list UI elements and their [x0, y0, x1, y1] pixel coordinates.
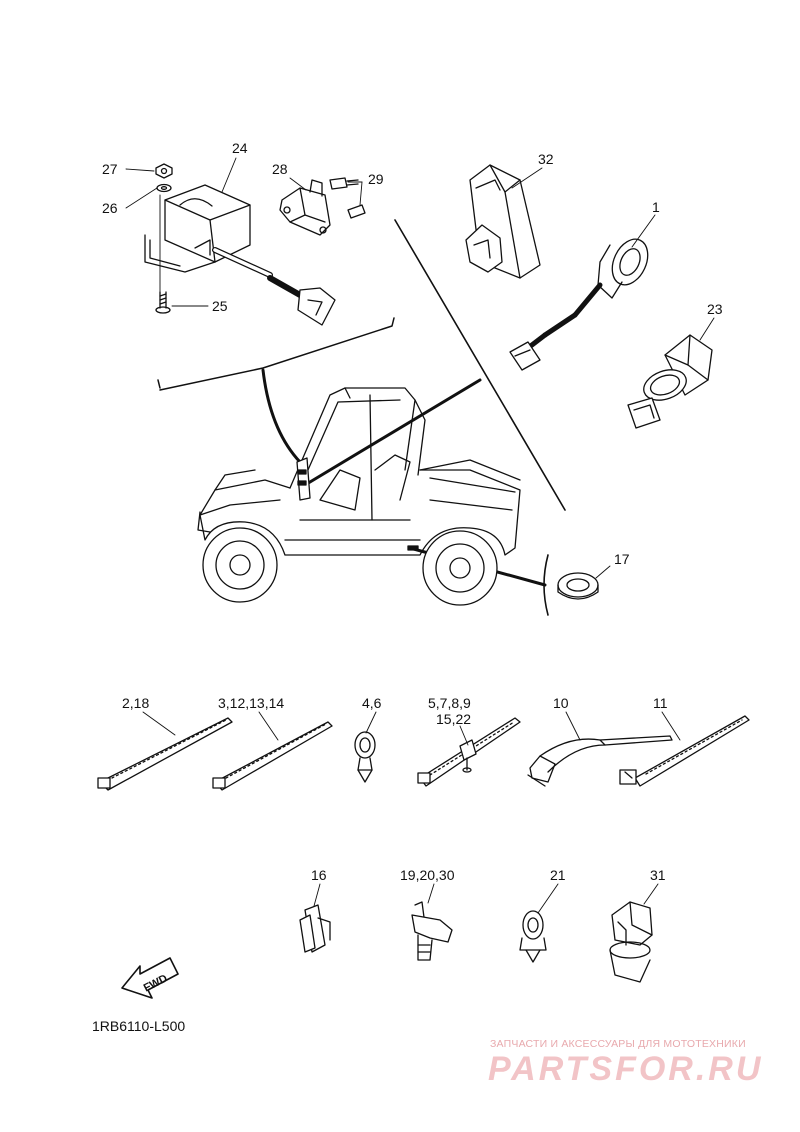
utv-vehicle: [197, 387, 521, 606]
part-11-cable-tie-clip[interactable]: [619, 715, 750, 787]
callout-24: 24: [232, 140, 248, 156]
callout-23: 23: [707, 301, 723, 317]
part-23-switch[interactable]: [627, 334, 713, 429]
callout-10: 10: [553, 695, 569, 711]
fwd-arrow: FWD: [121, 957, 179, 999]
part-2-18-cable-tie[interactable]: [97, 717, 233, 791]
part-21-clip[interactable]: [519, 910, 547, 963]
part-19-20-30-clip[interactable]: [411, 901, 453, 961]
part-26-washer[interactable]: [156, 183, 172, 193]
diagram-code: 1RB6110-L500: [92, 1018, 186, 1034]
callout-32: 32: [538, 151, 554, 167]
callout-3-12-13-14: 3,12,13,14: [218, 695, 284, 711]
part-17-grommet[interactable]: [557, 572, 599, 600]
part-28-sensor[interactable]: [279, 179, 331, 236]
callout-31: 31: [650, 867, 666, 883]
callout-26: 26: [102, 200, 118, 216]
callout-15-22: 15,22: [436, 711, 471, 727]
part-4-6-clamp[interactable]: [354, 731, 376, 783]
part-25-bolt[interactable]: [155, 291, 171, 314]
part-16-clip[interactable]: [299, 904, 331, 953]
callout-29: 29: [368, 171, 384, 187]
callout-21: 21: [550, 867, 566, 883]
watermark-logo: PARTSFOR.RU: [488, 1050, 764, 1088]
callout-17: 17: [614, 551, 630, 567]
watermark-caption: ЗАПЧАСТИ И АКСЕССУАРЫ ДЛЯ МОТОТЕХНИКИ: [490, 1038, 746, 1050]
callout-labels: 24 27 26 25 28 29 32 1 23 17 2,18 3,12,1…: [102, 140, 723, 883]
part-3-12-13-14-cable-tie[interactable]: [212, 721, 333, 791]
bracket-line-17: [543, 554, 549, 616]
callout-16: 16: [311, 867, 327, 883]
callout-19-20-30: 19,20,30: [400, 867, 455, 883]
callout-25: 25: [212, 298, 228, 314]
part-24-relay-module[interactable]: [144, 184, 336, 326]
callout-leaders: [125, 157, 715, 914]
part-5-9-cable-tie-clip[interactable]: [417, 717, 521, 787]
callout-27: 27: [102, 161, 118, 177]
part-10-cable-tie-clip[interactable]: [527, 735, 673, 787]
part-31-clamp[interactable]: [609, 901, 653, 983]
part-27-nut[interactable]: [155, 163, 173, 179]
part-32-connector-housing[interactable]: [465, 164, 541, 279]
part-1-power-socket[interactable]: [509, 233, 655, 371]
callout-11: 11: [653, 695, 668, 711]
part-29-screw[interactable]: [329, 177, 366, 219]
callout-28: 28: [272, 161, 288, 177]
bracket-line-right: [394, 219, 566, 511]
callout-2-18: 2,18: [122, 695, 149, 711]
callout-1: 1: [652, 199, 660, 215]
callout-5-7-8-9: 5,7,8,9: [428, 695, 471, 711]
callout-4-6: 4,6: [362, 695, 382, 711]
